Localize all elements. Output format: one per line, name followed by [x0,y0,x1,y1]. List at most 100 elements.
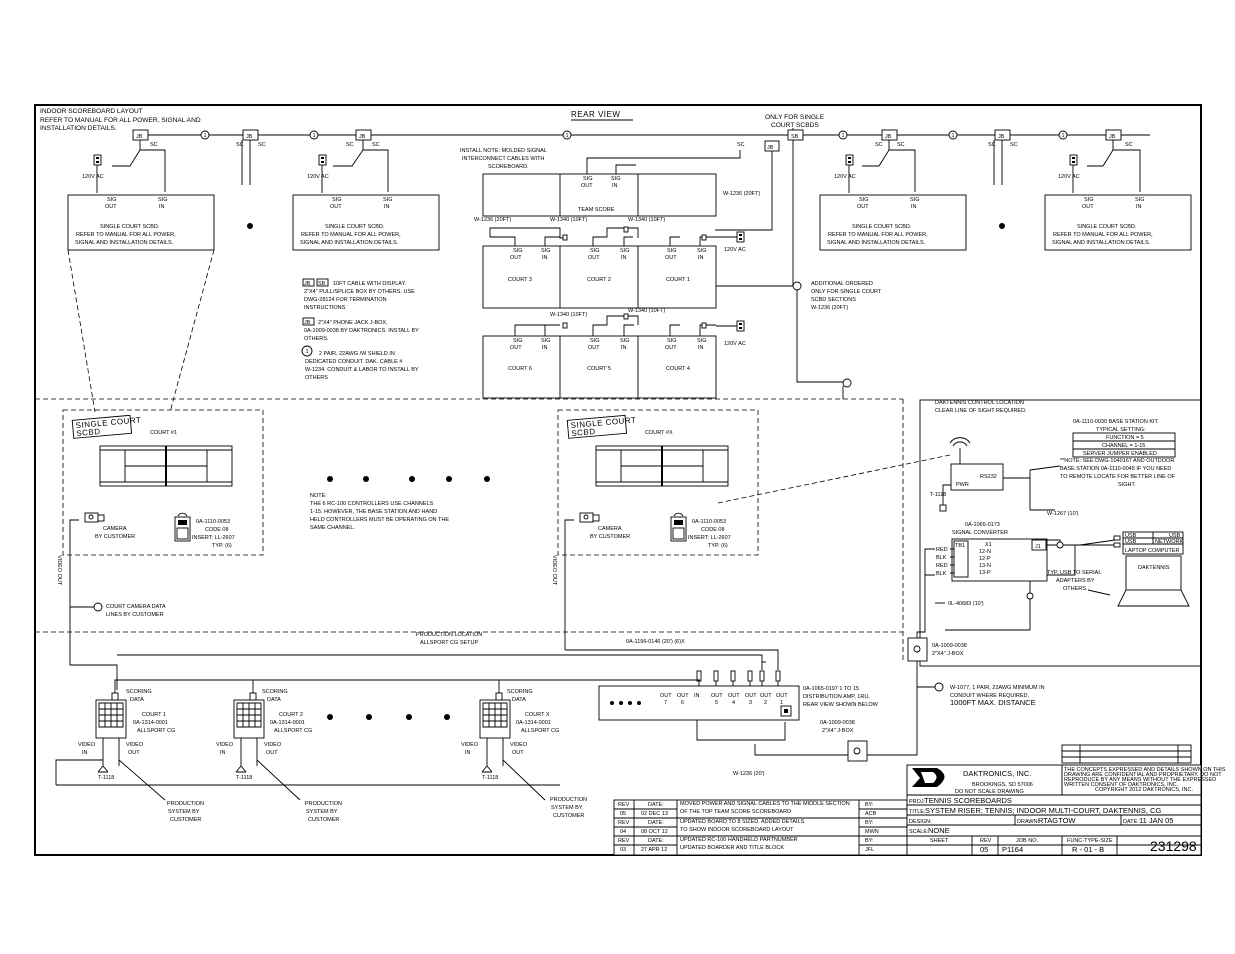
sig-in-label: IN [911,204,917,210]
project-name: TENNIS SCOREBOARDS [924,796,1012,805]
port-num: 3 [749,700,752,706]
rc-typ: TYP. (6) [212,543,232,549]
power-cable [942,484,951,505]
pwr-label: PWR [956,482,969,488]
rc-note-line: SAME CHANNEL. [310,525,355,531]
allsport-cg-unit [479,692,511,739]
drawing-number: 231298 [1150,838,1197,854]
sig-out-label: OUT [588,255,600,261]
signal-converter: TB1 X1 12-N 12-P 13-N 13-P J1 [951,538,1048,582]
video-distribution-cable [117,654,766,670]
sig-in-label: SIG [1135,197,1144,203]
pin-label: 13-P [979,570,991,576]
by-header: BY: [865,820,874,826]
connector [1026,592,1034,600]
rc-note-line: HELD CONTROLLERS MUST BE OPERATING ON TH… [310,517,449,523]
ol40683-label: 0L-40683 (10') [948,601,984,607]
rev-header: REV [618,838,630,844]
rev-header: REV [618,802,630,808]
drop-cable [862,140,916,192]
rev-desc: UPDATED BOARDER AND TITLE BLOCK [680,845,784,851]
prod-line: PRODUCTION [550,797,587,803]
base-station: RS232 PWR [949,437,1004,491]
video-out-label: OUT [512,750,524,756]
legend-line: OTHERS. [304,336,329,342]
continuation-dot [446,476,452,482]
w1196-label: 0A-1196-0146 (20') (6)X [626,639,685,645]
only-single-note: ONLY FOR SINGLE COURT SCBDS [765,114,825,129]
legend-line: DWG-28124 FOR TERMINATION [304,297,387,303]
dist-amp-line: DISTRIBUTION AMP, 1RU, [803,694,870,700]
marker-label: 1 [1062,133,1065,139]
dist-amp-note: 0A-1065-0197 1 TO 15 DISTRIBUTION AMP, 1… [803,686,879,708]
camera-icon [84,512,105,523]
power-outlet-icon [736,231,745,243]
install-note-line: INSTALL NOTE: MOLDED SIGNAL [460,148,547,154]
rc-note-line: 1-15. HOWEVER, THE BASE STATION AND HAND [310,509,437,515]
sig-in-label: IN [159,204,165,210]
projection-line [67,249,96,413]
usb-note-line: OTHERS. [1063,586,1088,592]
base-kit-line: FUNCTION = 5 [1106,435,1144,441]
power-label: 120V AC [834,174,856,180]
conduit-marker [934,682,944,692]
sig-in-label: IN [612,183,618,189]
leader [1087,589,1111,596]
court4-label: COURT 4 [666,366,690,372]
conduit-marker [792,281,802,291]
scbd-text: SIGNAL AND INSTALLATION DETAILS. [300,240,399,246]
production-location-line: PRODUCTION LOCATION [416,632,482,638]
drop-cable [1087,140,1141,192]
scbd-text: SINGLE COURT SCBD. [852,224,912,230]
sig-out-label: SIG [513,338,522,344]
connector [1056,541,1064,549]
handheld-controller-icon [670,512,687,542]
jbox2-label: 2"X4" J-BOX [822,728,854,734]
disclaimer-line: COPYRIGHT 2012 DAKTRONICS, INC. [1095,787,1193,793]
dist-amp-line: 0A-1065-0197 1 TO 15 [803,686,859,692]
control-location-line: DAKTENNIS CONTROL LOCATION [935,400,1024,406]
prod-line: SYSTEM BY [306,809,338,815]
scbd-text: SIGNAL AND INSTALLATION DETAILS. [75,240,174,246]
rev-by: ACB [865,811,877,817]
data-line [924,548,935,576]
only-single-line: ONLY FOR SINGLE [765,114,825,121]
laptop-computer: USB USB USB NETWORK LAPTOP COMPUTER DAKT… [1113,531,1190,607]
disclaimer-line: DRAWING ARE CONFIDENTIAL AND PROPRIETARY… [1064,772,1222,778]
video-out-label: VIDEO [126,742,144,748]
scbd-text: SIGNAL AND INSTALLATION DETAILS. [1052,240,1151,246]
continuation-dot [484,476,490,482]
disclaimer-line: REPRODUCE BY ANY MEANS WITHOUT THE EXPRE… [1064,777,1216,783]
legend-jbsb: JB SB 10FT CABLE WITH DISPLAY. 2"X4" PUL… [302,278,415,311]
date-header: DATE: [648,838,664,844]
sig-out-label: OUT [330,204,342,210]
jb-box: JB [242,129,259,141]
continuation-dot [406,714,412,720]
w1340-label: W-1340 (10FT) [550,217,587,223]
cg-part: 0A-1314-0001 [133,720,168,726]
tennis-court-icon [595,445,729,487]
sig-in-label: IN [698,255,704,261]
sig-in-label: SIG [541,248,550,254]
jb-box: JB [1105,129,1122,141]
dist-amp-line: REAR VIEW SHOWN BELOW [803,702,879,708]
company-city: BROOKINGS, SD 57006 [972,782,1033,788]
camera-label: BY CUSTOMER [590,534,630,540]
revision-strip [1061,744,1192,764]
court1-label: COURT 1 [666,277,690,283]
court-scoreboard-row: SIG OUT SIG IN SIG OUT SIG IN SIG OUT SI… [482,335,717,399]
legend-line: W-1234. CONDUIT & LABOR TO INSTALL BY [305,367,419,373]
jbox-part: 0A-1009-0038 [932,643,967,649]
conduit-marker: 1 [948,130,958,140]
laptop-label: LAPTOP COMPUTER [1125,548,1180,554]
usb-note-line: ADAPTERS BY [1056,578,1095,584]
additional-note-line: ONLY FOR SINGLE COURT [811,289,882,295]
w1340-label: W-1340 (10FT) [550,312,587,318]
marker-label: 1 [952,133,955,139]
legend-line: INSTRUCTIONS [304,305,346,311]
w1077-line: 1000FT MAX. DISTANCE [950,698,1036,707]
wire-label: BLK [936,571,947,577]
video-return-cable [55,759,560,786]
court-1-area [62,409,264,556]
prod-line: CUSTOMER [170,817,201,823]
